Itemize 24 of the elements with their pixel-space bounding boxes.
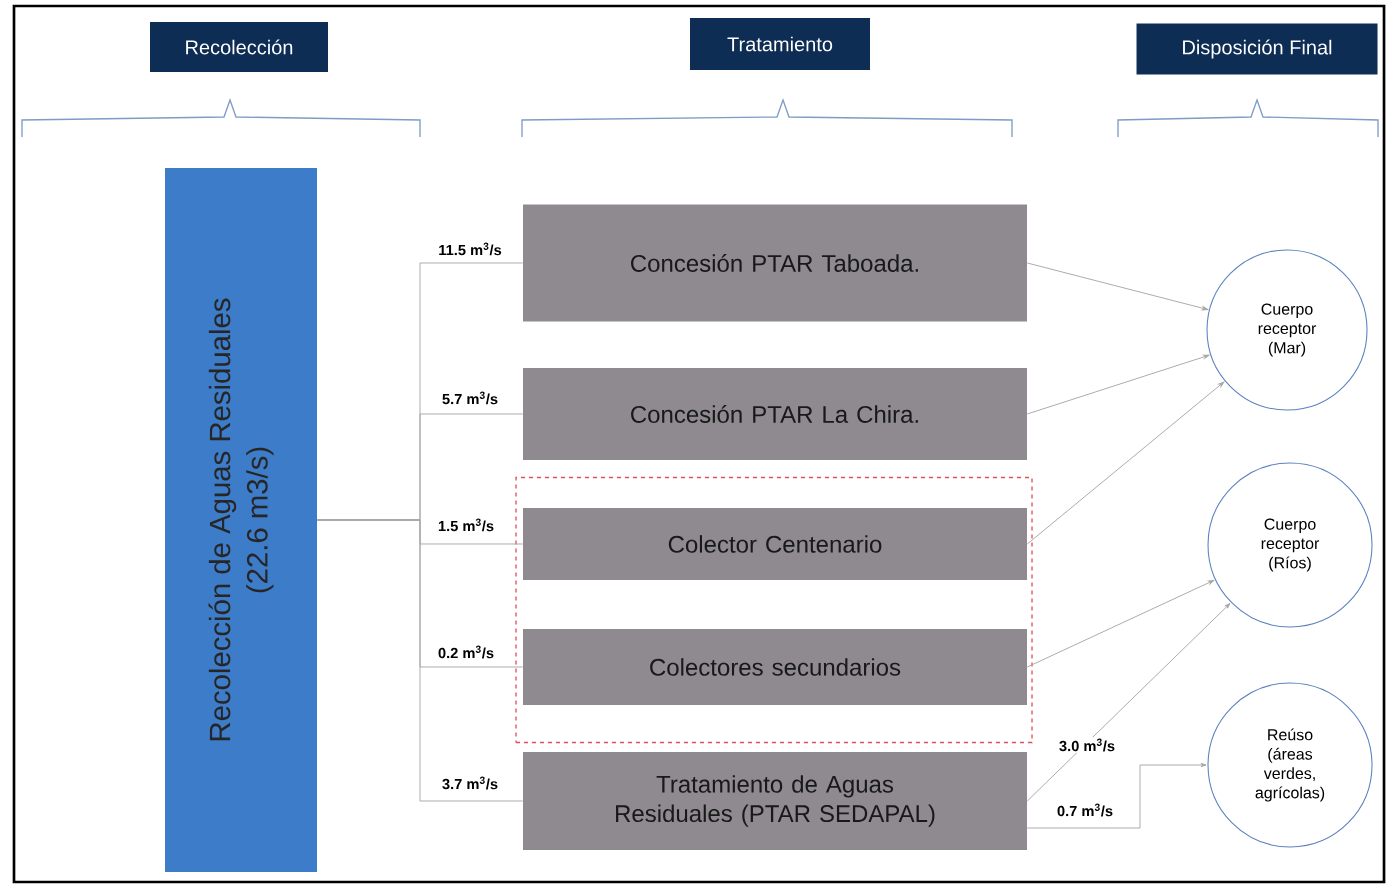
edge-label: 0.2 m$^{3}$/s xyxy=(436,644,496,660)
edge-label: 3.7 m$^{3}$/s xyxy=(440,775,500,791)
arrow xyxy=(1026,381,1225,545)
arrow xyxy=(1026,762,1207,829)
edge-label: 1.5 m$^{3}$/s xyxy=(436,517,496,533)
arrow xyxy=(1026,603,1231,802)
arrow xyxy=(1026,579,1215,668)
edge-label: 11.5 m$^{3}$/s xyxy=(436,241,504,257)
arrow xyxy=(1026,262,1209,311)
edge-label: 5.7 m$^{3}$/s xyxy=(440,390,500,406)
process-box: Concesión PTAR La Chira. xyxy=(523,368,1027,460)
column-header: Tratamiento xyxy=(690,18,870,70)
collection-box: Recolección de Aguas Residuales (22.6 m3/s) xyxy=(165,168,317,872)
edge-label: 3.0 m$^{3}$/s xyxy=(1057,737,1117,753)
connector xyxy=(316,519,524,802)
edge-label: 0.7 m$^{3}$/s xyxy=(1055,802,1115,818)
arrow xyxy=(1026,354,1210,415)
column-header: Recolección xyxy=(150,22,328,72)
process-box: Concesión PTAR Taboada. xyxy=(523,204,1027,322)
process-box: Tratamiento de Aguas Residuales (PTAR SEDAPAL) xyxy=(523,752,1027,850)
dashed-group-box xyxy=(515,476,1033,744)
process-box: Colector Centenario xyxy=(523,508,1027,580)
column-header: Disposición Final xyxy=(1136,23,1378,75)
process-box: Colectores secundarios xyxy=(523,629,1027,705)
